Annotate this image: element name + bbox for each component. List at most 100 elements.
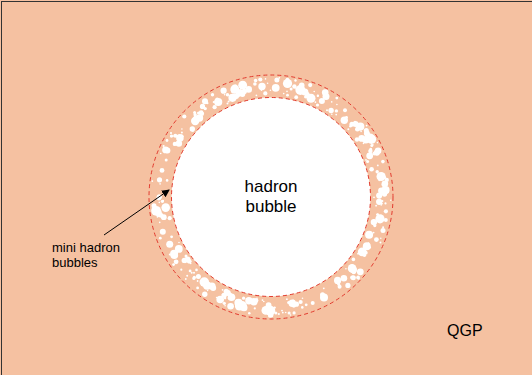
- mini-bubble: [191, 129, 194, 132]
- mini-bubble: [302, 297, 304, 299]
- mini-bubble: [354, 121, 356, 123]
- mini-bubble: [331, 114, 333, 116]
- mini-bubble: [323, 93, 330, 100]
- mini-bubble: [384, 209, 388, 213]
- mini-bubble: [168, 216, 172, 220]
- mini-bubble: [382, 226, 384, 228]
- mini-bubble: [381, 186, 389, 194]
- mini-bubble: [238, 81, 247, 90]
- mini-bubble: [349, 125, 352, 128]
- mini-bubble: [364, 251, 368, 255]
- mini-bubble: [377, 172, 386, 181]
- mini-bubble: [330, 109, 332, 111]
- mini-bubble: [246, 298, 248, 300]
- mini-bubble: [223, 302, 226, 305]
- mini-bubble: [283, 79, 292, 88]
- mini-bubble: [343, 108, 347, 112]
- mini-bubble: [291, 303, 296, 308]
- mini-bubble: [390, 200, 392, 202]
- mini-bubble: [373, 232, 375, 234]
- mini-bubble: [226, 93, 230, 97]
- mini-bubble: [282, 312, 284, 314]
- mini-bubble: [228, 293, 236, 301]
- mini-bubble: [196, 287, 199, 290]
- mini-bubble: [287, 301, 290, 304]
- mini-bubble: [334, 277, 341, 284]
- mini-bubble: [311, 301, 315, 305]
- callout-label: mini hadron bubbles: [52, 240, 130, 270]
- mini-bubble: [254, 307, 256, 309]
- mini-bubble: [170, 250, 178, 258]
- mini-bubble: [369, 167, 374, 172]
- mini-bubble: [166, 241, 173, 248]
- mini-bubble: [349, 265, 351, 267]
- mini-bubble: [265, 78, 267, 80]
- mini-bubble: [308, 83, 312, 87]
- mini-bubble: [274, 77, 279, 82]
- mini-bubble: [371, 219, 377, 225]
- mini-bubble: [335, 97, 338, 100]
- mini-bubble: [321, 297, 323, 299]
- mini-bubble: [353, 121, 359, 127]
- mini-bubble: [278, 313, 280, 315]
- mini-bubble: [335, 114, 337, 116]
- mini-bubble: [234, 299, 242, 307]
- mini-bubble: [205, 102, 207, 104]
- mini-bubble: [181, 132, 183, 134]
- mini-bubble: [326, 109, 328, 111]
- mini-bubble: [228, 101, 230, 103]
- mini-bubble: [299, 300, 303, 304]
- mini-bubble: [157, 216, 159, 218]
- mini-bubble: [159, 183, 161, 185]
- mini-bubble: [161, 200, 164, 203]
- mini-bubble: [227, 303, 234, 310]
- mini-bubble: [348, 264, 357, 273]
- mini-bubble: [202, 292, 207, 297]
- mini-bubble: [216, 296, 224, 304]
- mini-bubble: [253, 82, 257, 86]
- mini-bubble: [160, 168, 165, 173]
- mini-bubble: [256, 94, 258, 96]
- mini-bubble: [358, 278, 360, 280]
- leader-arrow: [104, 190, 169, 235]
- mini-bubble: [374, 237, 379, 242]
- mini-bubble: [364, 131, 370, 137]
- mini-bubble: [210, 285, 216, 291]
- mini-bubble: [355, 127, 360, 132]
- mini-bubble: [304, 96, 307, 99]
- mini-bubble: [341, 117, 348, 124]
- mini-bubble: [263, 91, 267, 95]
- mini-bubble: [263, 301, 265, 303]
- mini-bubble: [320, 292, 325, 297]
- mini-bubble: [362, 136, 369, 143]
- bubble-label: hadron bubble: [231, 177, 311, 217]
- mini-bubble: [174, 259, 179, 264]
- mini-bubbles: [151, 77, 391, 318]
- mini-bubble: [182, 114, 186, 118]
- mini-bubble: [375, 147, 382, 154]
- mini-bubble: [335, 109, 338, 112]
- mini-bubble: [356, 276, 360, 280]
- mini-bubble: [352, 258, 356, 262]
- mini-bubble: [323, 94, 326, 97]
- mini-bubble: [258, 77, 262, 81]
- mini-bubble: [328, 108, 333, 113]
- mini-bubble: [202, 98, 208, 104]
- mini-bubble: [366, 125, 368, 127]
- mini-bubble: [207, 290, 209, 292]
- mini-bubble: [213, 105, 217, 109]
- mini-bubble: [221, 88, 227, 94]
- mini-bubble: [345, 268, 347, 270]
- mini-bubble: [290, 87, 293, 90]
- mini-bubble: [377, 213, 379, 215]
- mini-bubble: [267, 82, 269, 84]
- mini-bubble: [286, 94, 289, 97]
- mini-bubble: [295, 88, 297, 90]
- mini-bubble: [193, 117, 196, 120]
- mini-bubble: [281, 310, 283, 312]
- mini-bubble: [376, 213, 378, 215]
- mini-bubble: [180, 135, 183, 138]
- mini-bubble: [163, 145, 165, 147]
- mini-bubble: [369, 148, 372, 151]
